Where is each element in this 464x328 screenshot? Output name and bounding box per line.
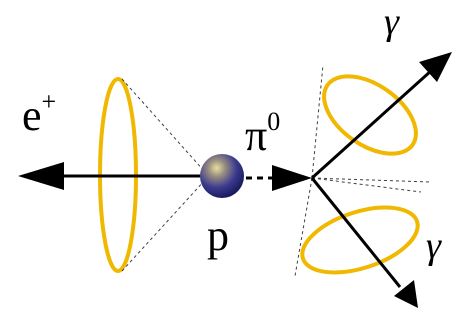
proton-sphere [200, 154, 244, 198]
positron-arrowhead [18, 162, 64, 190]
photon-upper-cone-ring [310, 61, 430, 170]
pion-label: π0 [245, 107, 280, 160]
photon-upper-arrow [312, 52, 452, 178]
photon-lower-label: γ [426, 225, 442, 267]
photon-lower-cone [294, 178, 425, 285]
proton-label: p [207, 211, 229, 260]
pion-arrowhead [272, 165, 312, 191]
photon-upper-label: γ [384, 1, 400, 43]
photon-lower-arrow [312, 178, 418, 308]
positron-arrow [18, 162, 202, 190]
pion-arrow [246, 165, 312, 191]
photon-upper-cone-edge-a [312, 65, 323, 178]
photon-upper-cone-edge-b [312, 178, 430, 182]
photon-lower-cone-ring [294, 195, 425, 285]
positron-label: e+ [22, 87, 56, 140]
